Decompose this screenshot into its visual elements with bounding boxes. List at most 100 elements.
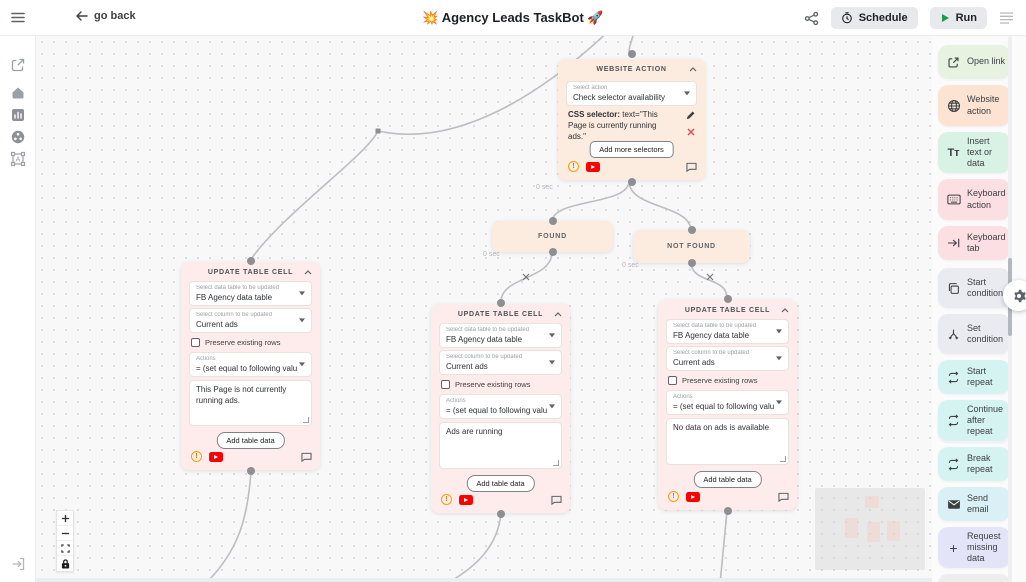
action-start-condition[interactable]: Start condition (938, 268, 1010, 308)
network-icon[interactable] (10, 129, 26, 145)
edge-marker-square[interactable] (375, 128, 381, 134)
output-handle[interactable] (246, 467, 255, 475)
collapse-chevron-icon[interactable] (304, 270, 312, 275)
node-update-table-cell-left[interactable]: UPDATE TABLE CELL Select data table to b… (181, 257, 320, 475)
edge-delete-icon[interactable] (706, 273, 714, 281)
youtube-icon[interactable] (686, 491, 700, 502)
actions-select-field[interactable]: Actions = (set equal to following value) (189, 352, 312, 377)
output-handle[interactable] (687, 259, 696, 267)
fit-view-icon[interactable] (57, 541, 73, 556)
add-more-selectors-button[interactable]: Add more selectors (589, 141, 674, 158)
input-handle[interactable] (723, 295, 732, 303)
delay-label[interactable]: 0 sec (622, 262, 639, 269)
comment-icon[interactable] (551, 495, 562, 505)
schedule-button[interactable]: Schedule (830, 7, 918, 29)
menu-icon[interactable] (11, 12, 25, 23)
delay-label[interactable]: 0 sec (536, 184, 553, 191)
node-website-action[interactable]: WEBSITE ACTION Select action Check selec… (558, 50, 705, 186)
action-send-email[interactable]: Send email (938, 487, 1010, 521)
exit-icon[interactable] (10, 556, 26, 572)
checkbox-icon[interactable] (668, 376, 677, 385)
warning-icon[interactable]: ! (191, 451, 202, 462)
minimap[interactable] (815, 488, 925, 570)
comment-icon[interactable] (301, 452, 312, 462)
input-handle[interactable] (496, 299, 505, 307)
youtube-icon[interactable] (209, 451, 223, 462)
add-table-data-button[interactable]: Add table data (216, 432, 285, 449)
action-keyboard-action[interactable]: Keyboard action (938, 179, 1010, 220)
value-textarea[interactable]: No data on ads is available (666, 418, 789, 465)
output-handle[interactable] (723, 507, 732, 515)
text-select-icon[interactable]: A (10, 151, 26, 167)
checkbox-icon[interactable] (191, 338, 200, 347)
action-start-repeat[interactable]: Start repeat (938, 360, 1010, 394)
checkbox-icon[interactable] (441, 380, 450, 389)
output-handle[interactable] (496, 510, 505, 518)
action-set-condition[interactable]: Set condition (938, 314, 1010, 354)
youtube-icon[interactable] (459, 494, 473, 505)
add-table-data-button[interactable]: Add table data (466, 475, 535, 492)
dropdown-caret-icon (776, 329, 782, 334)
input-handle[interactable] (246, 257, 255, 265)
go-back-button[interactable]: go back (76, 10, 136, 22)
add-table-data-button[interactable]: Add table data (693, 471, 762, 488)
node-not-found[interactable]: NOT FOUND (633, 226, 750, 267)
settings-gear-button[interactable] (1003, 280, 1026, 311)
input-handle[interactable] (548, 217, 557, 225)
action-continue-after-repeat[interactable]: Continue after repeat (938, 400, 1010, 441)
comment-icon[interactable] (778, 492, 789, 502)
node-update-table-cell-right[interactable]: UPDATE TABLE CELL Select data table to b… (658, 295, 797, 515)
edit-pencil-icon[interactable] (686, 111, 695, 120)
run-button[interactable]: Run (929, 7, 987, 29)
comment-icon[interactable] (686, 162, 697, 172)
action-open-link[interactable]: Open link (938, 45, 1010, 79)
menu-lines-icon[interactable] (999, 12, 1014, 24)
column-select-field[interactable]: Select column to be updated Current ads (189, 308, 312, 333)
youtube-icon[interactable] (586, 161, 600, 172)
home-icon[interactable] (10, 85, 26, 101)
external-link-icon[interactable] (10, 57, 26, 73)
collapse-chevron-icon[interactable] (689, 67, 697, 72)
warning-icon[interactable]: ! (568, 161, 579, 172)
action-keyboard-tab[interactable]: Keyboard tab (938, 226, 1010, 260)
node-found[interactable]: FOUND (492, 217, 613, 256)
action-break-repeat[interactable]: Break repeat (938, 447, 1010, 481)
preserve-rows-checkbox[interactable]: Preserve existing rows (668, 376, 757, 385)
flow-canvas[interactable]: WEBSITE ACTION Select action Check selec… (36, 36, 1026, 582)
table-select-field[interactable]: Select data table to be updated FB Agenc… (189, 281, 312, 306)
share-icon[interactable] (804, 11, 819, 26)
column-select-field[interactable]: Select column to be updated Current ads (666, 346, 789, 371)
action-insert-text-or-data[interactable]: Tт Insert text or data (938, 132, 1010, 173)
output-handle[interactable] (548, 248, 557, 256)
remove-selector-icon[interactable] (687, 128, 695, 136)
warning-icon[interactable]: ! (668, 491, 679, 502)
play-icon (940, 13, 950, 23)
value-textarea[interactable]: Ads are running (439, 422, 562, 469)
action-website-action[interactable]: Website action (938, 85, 1010, 126)
column-select-field[interactable]: Select column to be updated Current ads (439, 350, 562, 375)
preserve-rows-checkbox[interactable]: Preserve existing rows (191, 338, 280, 347)
value-textarea[interactable]: This Page is not currently running ads. (189, 380, 312, 426)
preserve-rows-checkbox[interactable]: Preserve existing rows (441, 380, 530, 389)
collapse-chevron-icon[interactable] (554, 312, 562, 317)
node-update-table-cell-middle[interactable]: UPDATE TABLE CELL Select data table to b… (431, 299, 570, 518)
lock-icon[interactable] (57, 556, 73, 571)
action-upload[interactable]: Upload (938, 574, 1010, 582)
warning-icon[interactable]: ! (441, 494, 452, 505)
select-action-field[interactable]: Select action Check selector availabilit… (566, 81, 697, 106)
zoom-in-icon[interactable] (57, 511, 73, 526)
action-request-missing-data[interactable]: + Request missing data (938, 527, 1010, 568)
input-handle[interactable] (687, 226, 696, 234)
css-selector-label: CSS selector: (568, 110, 621, 119)
delay-label[interactable]: 0 sec (483, 251, 500, 258)
table-select-field[interactable]: Select data table to be updated FB Agenc… (666, 319, 789, 344)
analytics-icon[interactable] (10, 107, 26, 123)
output-handle[interactable] (627, 178, 636, 186)
edge-delete-icon[interactable] (522, 273, 530, 281)
input-handle[interactable] (627, 50, 636, 58)
collapse-chevron-icon[interactable] (781, 308, 789, 313)
actions-select-field[interactable]: Actions = (set equal to following value) (666, 390, 789, 415)
table-select-field[interactable]: Select data table to be updated FB Agenc… (439, 323, 562, 348)
zoom-out-icon[interactable] (57, 526, 73, 541)
actions-select-field[interactable]: Actions = (set equal to following value) (439, 394, 562, 419)
